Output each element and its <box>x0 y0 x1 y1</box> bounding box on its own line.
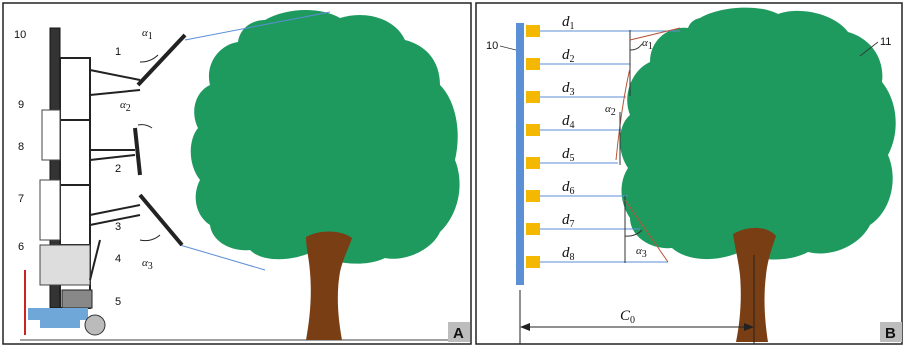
nozzle-2 <box>526 58 540 70</box>
boom-top <box>136 33 187 87</box>
angle-a2-label-a: α2 <box>120 99 131 114</box>
angle-a3-label-a: α3 <box>142 257 153 272</box>
spray-line-bottom <box>179 244 266 271</box>
angle-ray-3 <box>624 199 669 263</box>
distance-label-2: d2 <box>562 47 575 65</box>
part-5-label: 5 <box>115 296 121 308</box>
part-7-label: 7 <box>18 193 24 205</box>
boom-middle <box>133 127 142 176</box>
base-plate <box>28 308 88 320</box>
nozzle-7 <box>526 223 540 235</box>
panel-a-tag: A <box>453 325 464 342</box>
c0-arrow-left <box>520 323 530 331</box>
part-8-label: 8 <box>18 141 24 153</box>
distance-label-6: d6 <box>562 179 575 197</box>
angle-a1-label-b: α1 <box>642 37 653 52</box>
part-1-label: 1 <box>115 46 121 58</box>
panel-b-tag-box <box>880 322 902 342</box>
panel-a: 10 1 9 8 2 7 3 6 4 5 α1 α2 α3 A <box>2 2 472 345</box>
spray-line-top <box>184 11 331 41</box>
tree-b-canopy <box>619 7 896 260</box>
part-9-label: 9 <box>18 99 24 111</box>
angle-a1-label-a: α1 <box>142 27 153 42</box>
part-4-label: 4 <box>115 253 121 265</box>
panel-b-tag: B <box>885 325 896 342</box>
part-3-label: 3 <box>115 221 121 233</box>
angle-ray-1 <box>629 27 681 41</box>
distance-label-8: d8 <box>562 245 575 263</box>
distance-label-3: d3 <box>562 80 575 98</box>
tank-7 <box>39 179 61 241</box>
nozzle-rows: d1 d2 d3 d4 d5 d6 d7 d8 <box>526 14 680 268</box>
part-2-label: 2 <box>115 163 121 175</box>
frame-number-label: 10 <box>486 40 498 52</box>
base-plate-lower <box>40 320 80 328</box>
panel-b: d1 d2 d3 d4 d5 d6 d7 d8 α1 α2 α3 10 11 C0 B <box>475 2 903 345</box>
nozzle-6 <box>526 190 540 202</box>
canopy-edge-line <box>615 67 631 161</box>
part-10-label: 10 <box>14 29 26 41</box>
tree-a-canopy <box>190 9 460 264</box>
nozzle-1 <box>526 25 540 37</box>
engine-6 <box>39 244 91 286</box>
nozzle-4 <box>526 124 540 136</box>
angle-a3-label-b: α3 <box>636 245 647 260</box>
distance-label-5: d5 <box>562 146 575 164</box>
boom-bottom <box>138 193 184 247</box>
tank-8 <box>41 109 61 161</box>
frame-bar <box>516 23 524 285</box>
panel-a-tag-box <box>448 322 470 342</box>
part-6-label: 6 <box>18 241 24 253</box>
tree-a-trunk <box>306 231 352 340</box>
distance-label-4: d4 <box>562 113 575 131</box>
c0-label: C0 <box>620 308 635 326</box>
canopy-number-label: 11 <box>880 36 891 48</box>
nozzle-5 <box>526 157 540 169</box>
distance-label-7: d7 <box>562 212 575 230</box>
angle-a2-label-b: α2 <box>605 103 616 118</box>
nozzle-8 <box>526 256 540 268</box>
nozzle-3 <box>526 91 540 103</box>
distance-label-1: d1 <box>562 14 575 32</box>
wheel <box>84 314 106 336</box>
c0-arrow-right <box>744 323 754 331</box>
